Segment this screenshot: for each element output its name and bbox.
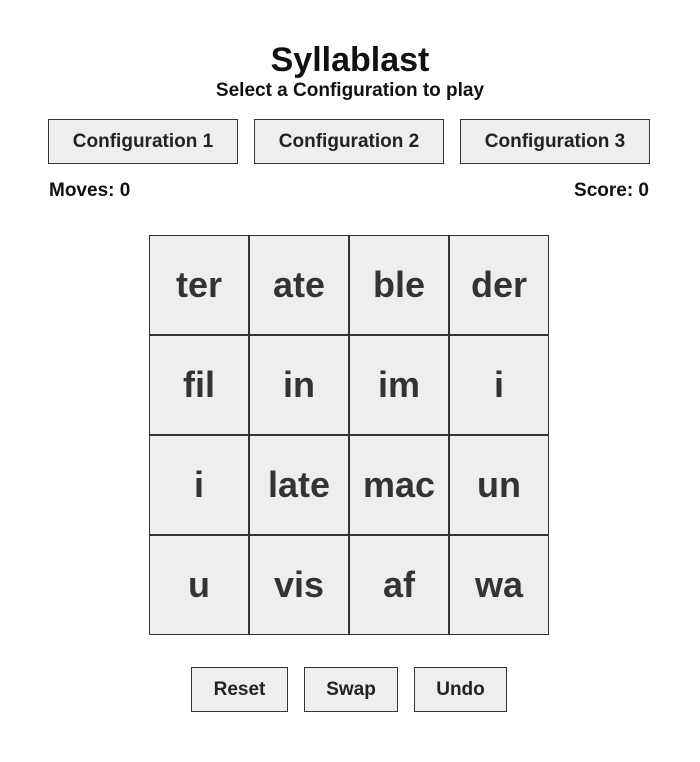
game-subtitle: Select a Configuration to play xyxy=(215,80,485,101)
swap-button[interactable]: Swap xyxy=(304,667,398,712)
tile-r4-c2[interactable]: vis xyxy=(249,535,349,635)
configuration-selector: Configuration 1 Configuration 2 Configur… xyxy=(48,119,650,164)
tile-r3-c1[interactable]: i xyxy=(149,435,249,535)
tile-r3-c3[interactable]: mac xyxy=(349,435,449,535)
game-title: Syllablast xyxy=(270,41,430,79)
tile-r1-c4[interactable]: der xyxy=(449,235,549,335)
reset-button[interactable]: Reset xyxy=(191,667,288,712)
tile-r1-c1[interactable]: ter xyxy=(149,235,249,335)
tile-r4-c3[interactable]: af xyxy=(349,535,449,635)
tile-r2-c3[interactable]: im xyxy=(349,335,449,435)
configuration-3-button[interactable]: Configuration 3 xyxy=(460,119,650,164)
action-bar: Reset Swap Undo xyxy=(0,667,700,712)
moves-counter: Moves: 0 xyxy=(49,180,131,201)
tile-r2-c2[interactable]: in xyxy=(249,335,349,435)
undo-button[interactable]: Undo xyxy=(414,667,507,712)
tile-r4-c4[interactable]: wa xyxy=(449,535,549,635)
configuration-2-button[interactable]: Configuration 2 xyxy=(254,119,444,164)
tile-r3-c2[interactable]: late xyxy=(249,435,349,535)
tile-r3-c4[interactable]: un xyxy=(449,435,549,535)
tile-r2-c1[interactable]: fil xyxy=(149,335,249,435)
tile-r1-c2[interactable]: ate xyxy=(249,235,349,335)
tile-r1-c3[interactable]: ble xyxy=(349,235,449,335)
score-counter: Score: 0 xyxy=(574,180,649,201)
tile-r2-c4[interactable]: i xyxy=(449,335,549,435)
configuration-1-button[interactable]: Configuration 1 xyxy=(48,119,238,164)
syllable-board: ter ate ble der fil in im i i late mac u… xyxy=(149,235,549,635)
tile-r4-c1[interactable]: u xyxy=(149,535,249,635)
